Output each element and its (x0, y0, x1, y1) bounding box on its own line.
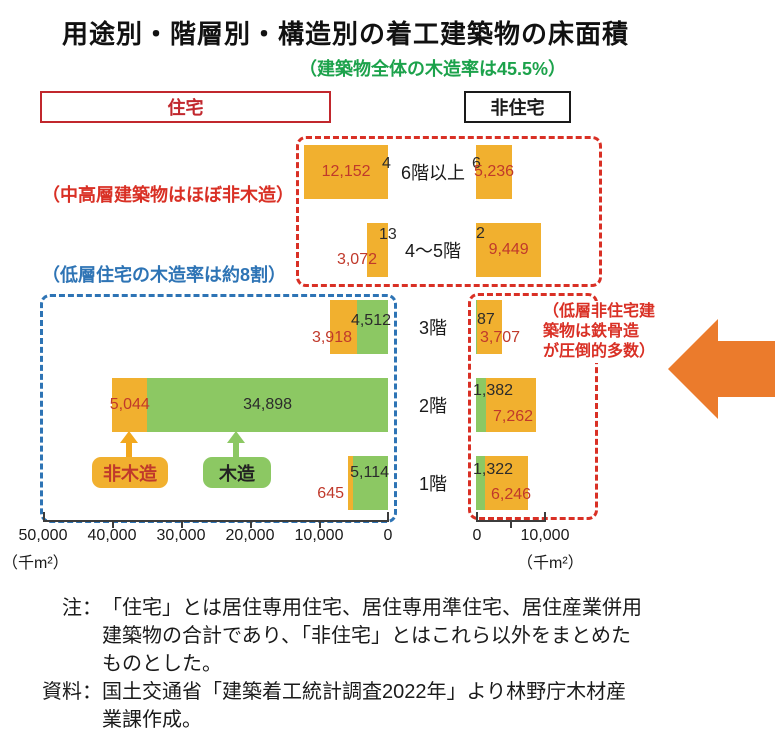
bar-residential-nonwood (112, 378, 148, 432)
big-left-arrow-icon (668, 319, 775, 419)
value-nonresidential-wood: 87 (477, 311, 495, 328)
value-nonresidential-nonwood: 3,707 (480, 329, 521, 346)
left-axis-ruler (43, 520, 389, 522)
left-axis-tick-label: 0 (383, 527, 393, 544)
floor-label: 2階 (418, 396, 448, 416)
value-residential-nonwood: 3,918 (311, 329, 352, 346)
value-nonresidential-nonwood: 5,236 (474, 163, 515, 180)
floor-label: 6階以上 (400, 163, 466, 183)
left-axis-unit: （千m²） (2, 555, 69, 572)
legend-arrow-wood-icon (227, 431, 245, 457)
header-residential: 住宅 (40, 91, 331, 123)
left-axis-tick (319, 520, 321, 528)
note-label: 注： (62, 597, 102, 619)
left-axis-tick (112, 520, 114, 528)
right-axis-end-tick (476, 512, 478, 522)
header-non-residential: 非住宅 (464, 91, 571, 123)
left-axis-end-tick (43, 512, 45, 522)
value-residential-wood: 13 (379, 226, 397, 243)
left-axis-tick (181, 520, 183, 528)
low-rise-non-residential-dashed-box (468, 293, 598, 520)
bar-residential-nonwood (304, 145, 388, 199)
bar-nonresidential-wood (476, 300, 477, 354)
legend-non-wood: 非木造 (92, 457, 168, 488)
annotation-low-rise-non-residential: （低層非住宅建 築物は鉄骨造 が圧倒的多数） (541, 301, 658, 363)
bar-nonresidential-nonwood (476, 223, 542, 277)
right-axis-tick-label: 10,000 (520, 527, 570, 544)
value-residential-nonwood: 3,072 (336, 251, 377, 268)
value-residential-wood: 5,114 (350, 464, 389, 481)
right-axis-tick (510, 520, 512, 528)
floor-label: 1階 (418, 474, 448, 494)
source-label: 資料： (42, 681, 102, 703)
value-nonresidential-wood: 6 (472, 155, 481, 172)
right-axis-unit: （千m²） (517, 555, 584, 572)
annotation-mid-high-rise: （中高層建築物はほぼ非木造） (42, 185, 294, 205)
annotation-low-rise-residential: （低層住宅の木造率は約8割） (42, 265, 287, 285)
left-axis-tick-label: 40,000 (87, 527, 137, 544)
left-axis-tick-label: 10,000 (294, 527, 344, 544)
bar-residential-nonwood (348, 456, 353, 510)
left-axis-tick-label: 20,000 (225, 527, 275, 544)
bar-nonresidential-nonwood (476, 145, 513, 199)
floor-label: 3階 (418, 318, 448, 338)
overall-wood-rate-note: （建築物全体の木造率は45.5%） (299, 59, 567, 79)
bar-nonresidential-nonwood (485, 378, 536, 432)
value-nonresidential-wood: 1,322 (473, 461, 514, 478)
left-axis-tick-label: 30,000 (156, 527, 206, 544)
page-title: 用途別・階層別・構造別の着工建築物の床面積 (62, 19, 630, 49)
bar-nonresidential-nonwood (485, 456, 529, 510)
right-axis-end-tick (544, 512, 546, 522)
source-text: 国土交通省「建築着工統計調査2022年」より林野庁木材産 業課作成。 (102, 681, 627, 731)
left-axis-end-tick (387, 512, 389, 522)
right-axis-tick-label: 0 (472, 527, 482, 544)
bar-residential-wood (356, 300, 388, 354)
left-axis-tick-label: 50,000 (18, 527, 68, 544)
bar-residential-nonwood (366, 223, 388, 277)
note-row: 注： 「住宅」とは居住専用住宅、居住専用準住宅、居住産業併用 建築物の合計であり… (38, 594, 748, 678)
mid-high-rise-dashed-box (296, 136, 602, 287)
bar-residential-nonwood (329, 300, 357, 354)
value-residential-wood: 4,512 (350, 312, 391, 329)
bar-nonresidential-wood (476, 378, 486, 432)
value-nonresidential-wood: 2 (476, 225, 485, 242)
value-residential-nonwood: 645 (317, 485, 344, 502)
footnotes: 注： 「住宅」とは居住専用住宅、居住専用準住宅、居住産業併用 建築物の合計であり… (38, 594, 748, 734)
value-nonresidential-nonwood: 7,262 (493, 408, 534, 425)
legend-arrow-non-wood-icon (120, 431, 138, 457)
source-row: 資料： 国土交通省「建築着工統計調査2022年」より林野庁木材産 業課作成。 (38, 678, 748, 734)
value-residential-wood: 34,898 (243, 396, 293, 413)
floor-label: 4～5階 (404, 241, 462, 261)
value-nonresidential-wood: 1,382 (473, 382, 514, 399)
note-text: 「住宅」とは居住専用住宅、居住専用準住宅、居住産業併用 建築物の合計であり、「非… (102, 597, 642, 675)
value-residential-nonwood: 12,152 (321, 163, 371, 180)
value-nonresidential-nonwood: 6,246 (491, 486, 532, 503)
legend-wood: 木造 (203, 457, 271, 488)
bar-residential-wood (147, 378, 388, 432)
left-axis-tick (250, 520, 252, 528)
bar-nonresidential-wood (476, 456, 486, 510)
value-residential-wood: 4 (382, 155, 391, 172)
value-residential-nonwood: 5,044 (109, 396, 150, 413)
value-nonresidential-nonwood: 9,449 (488, 241, 529, 258)
bar-residential-wood (352, 456, 388, 510)
bar-nonresidential-nonwood (476, 300, 503, 354)
